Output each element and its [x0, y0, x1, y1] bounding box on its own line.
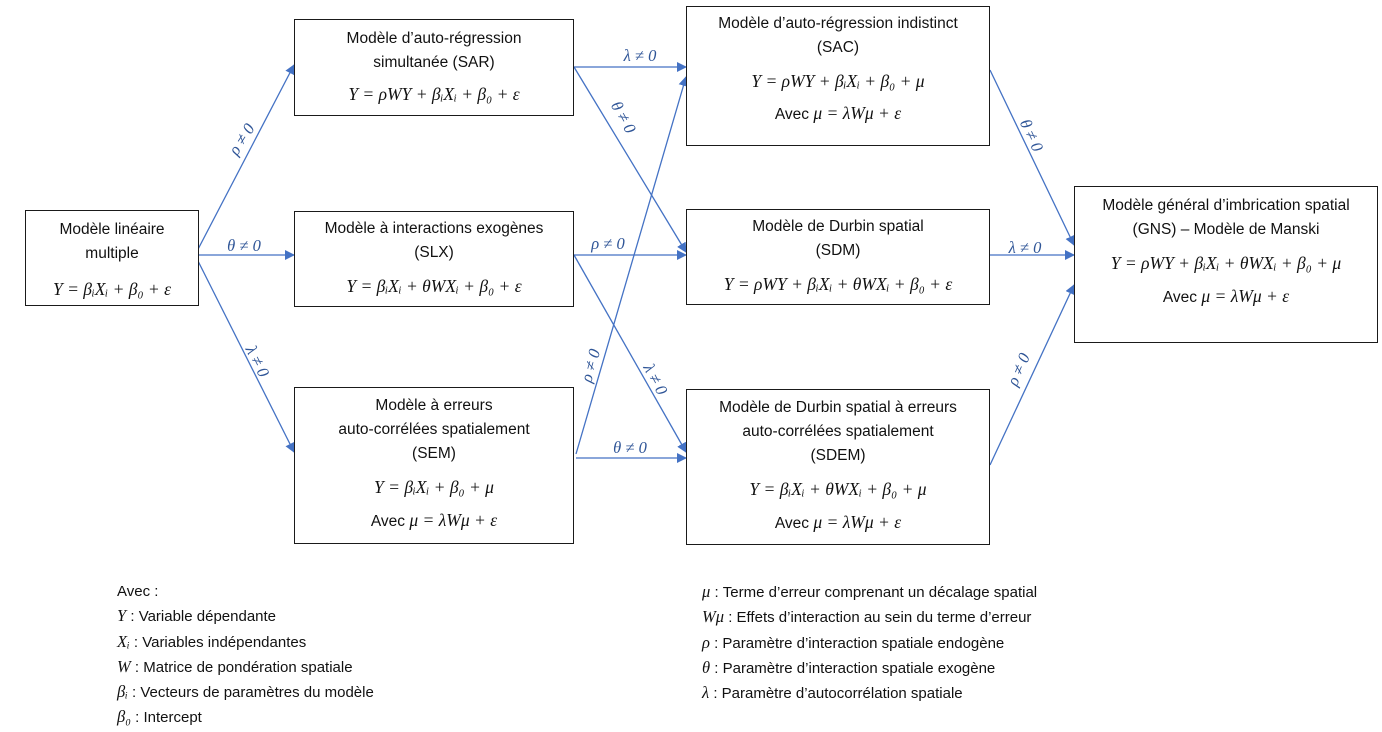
legend-text: : Terme d’erreur comprenant un décalage …: [710, 584, 1038, 601]
legend-text: : Paramètre d’interaction spatiale exogè…: [710, 659, 996, 677]
edge-label-sem-sdem: θ ≠ 0: [613, 438, 647, 457]
node-title-line: (SEM): [412, 445, 456, 462]
node-formula: Y = ρWY + βᵢXᵢ + β₀ + ε: [348, 84, 520, 104]
edge-label-sdm-gns: λ ≠ 0: [1008, 238, 1042, 257]
legend-text: : Matrice de pondération spatiale: [130, 658, 353, 676]
legend-text: : Variables indépendantes: [129, 633, 307, 651]
node-title-line: auto-corrélées spatialement: [742, 423, 934, 440]
legend-item: μ : Terme d’erreur comprenant un décalag…: [702, 580, 1037, 605]
legend-item: λ : Paramètre d’autocorrélation spatiale: [702, 681, 1037, 706]
legend-symbol: μ: [702, 582, 711, 601]
edge-label-sem-sac: ρ ≠ 0: [576, 346, 604, 385]
legend-text: : Variable dépendante: [126, 608, 277, 626]
node-title-line: (SDEM): [810, 447, 866, 464]
edge-arrow-sac-gns: [989, 69, 1075, 246]
node-formula: Y = ρWY + βᵢXᵢ + θWXᵢ + β₀ + μ: [1110, 253, 1342, 273]
legend-text: : Vecteurs de paramètres du modèle: [127, 684, 374, 702]
legend-item: Y : Variable dépendante: [117, 604, 374, 629]
node-avec: Avec μ = λWμ + ε: [687, 99, 989, 129]
node-title-line: Modèle linéaire: [59, 221, 165, 238]
node-sdem: Modèle de Durbin spatial à erreurs auto-…: [686, 389, 990, 545]
edge-label-mlm-slx: θ ≠ 0: [227, 236, 261, 255]
edge-label-mlm-sar: ρ ≠ 0: [224, 119, 259, 159]
legend-symbol: Xᵢ: [117, 631, 130, 651]
legend-heading: Avec :: [117, 583, 159, 600]
legend-item: β₀ : Intercept: [117, 705, 374, 730]
edge-label-sac-gns: θ ≠ 0: [1016, 116, 1048, 155]
legend-symbol: Y: [117, 606, 127, 626]
node-formula: Y = βᵢXᵢ + θWXᵢ + β₀ + μ: [749, 479, 927, 499]
edge-arrow-sar-sdm: [573, 66, 687, 253]
node-title-line: simultanée (SAR): [373, 54, 495, 71]
legend-symbol: ρ: [702, 632, 710, 652]
node-formula: Y = βᵢXᵢ + β₀ + ε: [52, 279, 172, 299]
legend-symbol: Wμ: [702, 607, 725, 627]
legend-left: Avec : Y : Variable dépendante Xᵢ : Vari…: [117, 580, 374, 731]
node-title-line: Modèle à erreurs: [375, 397, 493, 414]
edge-arrow-mlm-sem: [194, 254, 295, 453]
avec-label: Avec: [370, 513, 406, 530]
avec-expr: μ = λWμ + ε: [813, 103, 902, 123]
node-formula: Y = ρWY + βᵢXᵢ + β₀ + μ: [751, 71, 925, 91]
node-title-line: Modèle à interactions exogènes: [324, 220, 544, 237]
node-title-line: multiple: [85, 245, 139, 262]
avec-expr: μ = λWμ + ε: [813, 512, 902, 532]
edge-label-sdem-gns: ρ ≠ 0: [1003, 349, 1035, 389]
legend-symbol: θ: [702, 657, 711, 677]
legend-item: βᵢ : Vecteurs de paramètres du modèle: [117, 680, 374, 705]
legend-item: Wμ : Effets d’interaction au sein du ter…: [702, 605, 1037, 630]
legend-symbol: W: [117, 656, 131, 676]
node-sac: Modèle d’auto-régression indistinct (SAC…: [686, 6, 990, 146]
edge-label-mlm-sem: λ ≠ 0: [241, 341, 274, 380]
edge-arrow-mlm-sar: [194, 64, 295, 256]
avec-label: Avec: [774, 106, 810, 123]
node-gns: Modèle général d’imbrication spatial (GN…: [1074, 186, 1378, 343]
node-avec: Avec μ = λWμ + ε: [295, 506, 573, 536]
avec-label: Avec: [774, 515, 810, 532]
legend-item: W : Matrice de pondération spatiale: [117, 655, 374, 680]
legend-text: : Effets d’interaction au sein du terme …: [724, 609, 1032, 627]
node-title-line: (SLX): [414, 244, 454, 261]
node-avec: Avec μ = λWμ + ε: [1075, 282, 1377, 312]
node-formula: Y = βᵢXᵢ + β₀ + μ: [374, 477, 494, 497]
legend-text: : Paramètre d’autocorrélation spatiale: [709, 685, 963, 703]
legend-text: : Intercept: [130, 709, 202, 727]
node-title-line: Modèle d’auto-régression: [346, 30, 522, 47]
edge-arrow-sem-sac: [575, 76, 689, 455]
node-formula: Y = βᵢXᵢ + θWXᵢ + β₀ + ε: [346, 276, 522, 296]
node-sdm: Modèle de Durbin spatial (SDM) Y = ρWY +…: [686, 209, 990, 305]
edge-label-sar-sac: λ ≠ 0: [623, 46, 657, 65]
node-title-line: Modèle général d’imbrication spatial: [1102, 197, 1350, 214]
legend-text: : Paramètre d’interaction spatiale endog…: [709, 634, 1005, 652]
legend-symbol: λ: [702, 683, 710, 703]
legend-item: ρ : Paramètre d’interaction spatiale end…: [702, 631, 1037, 656]
avec-expr: μ = λWμ + ε: [409, 510, 498, 530]
legend-symbol: β₀: [117, 707, 131, 727]
node-modele-lineaire-multiple: Modèle linéaire multiple Y = βᵢXᵢ + β₀ +…: [25, 210, 199, 306]
node-title-line: auto-corrélées spatialement: [338, 421, 530, 438]
node-avec: Avec μ = λWμ + ε: [687, 508, 989, 538]
legend-item: Xᵢ : Variables indépendantes: [117, 630, 374, 655]
node-title-line: (GNS) – Modèle de Manski: [1132, 221, 1320, 238]
node-slx: Modèle à interactions exogènes (SLX) Y =…: [294, 211, 574, 307]
avec-expr: μ = λWμ + ε: [1201, 286, 1290, 306]
node-sar: Modèle d’auto-régression simultanée (SAR…: [294, 19, 574, 116]
node-title-line: Modèle de Durbin spatial: [752, 218, 924, 235]
node-sem: Modèle à erreurs auto-corrélées spatiale…: [294, 387, 574, 544]
legend-right: μ : Terme d’erreur comprenant un décalag…: [702, 580, 1037, 706]
node-title-line: (SDM): [815, 242, 861, 259]
legend-symbol: βᵢ: [117, 682, 128, 702]
avec-label: Avec: [1162, 289, 1198, 306]
edge-arrow-slx-sdem: [573, 254, 687, 453]
node-title-line: Modèle de Durbin spatial à erreurs: [719, 399, 957, 416]
edge-label-sar-sdm: θ ≠ 0: [607, 98, 640, 137]
edge-label-slx-sdm: ρ ≠ 0: [590, 234, 625, 253]
edge-arrow-sdem-gns: [989, 284, 1075, 466]
legend-item: θ : Paramètre d’interaction spatiale exo…: [702, 656, 1037, 681]
node-formula: Y = ρWY + βᵢXᵢ + θWXᵢ + β₀ + ε: [723, 274, 953, 294]
node-title-line: Modèle d’auto-régression indistinct: [718, 15, 958, 32]
node-title-line: (SAC): [816, 39, 860, 56]
